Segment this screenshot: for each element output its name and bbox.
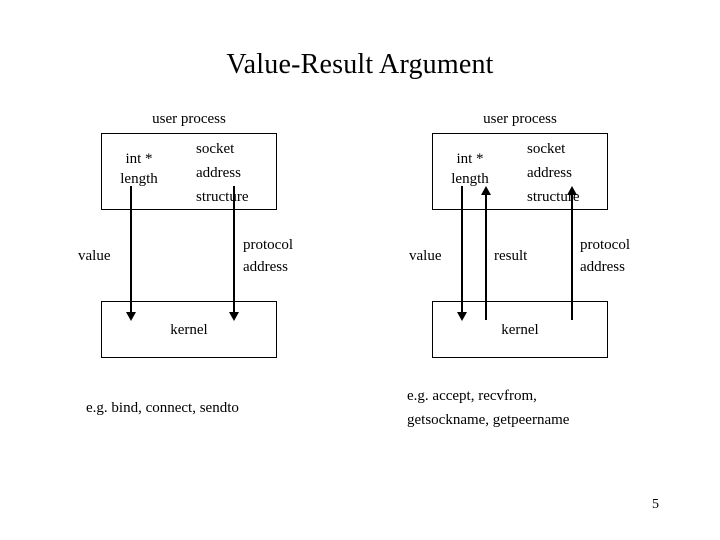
left-sockaddr-line1: socket <box>196 141 235 157</box>
right-protocol-address-label-line2: address <box>580 259 625 275</box>
right-result-label: result <box>494 248 528 264</box>
right-kernel-label: kernel <box>501 322 539 338</box>
left-int-length-line2: length <box>120 171 158 187</box>
right-result-arrow-head <box>481 186 491 195</box>
right-user-process-box <box>432 133 608 210</box>
page-number: 5 <box>652 497 659 512</box>
left-value-arrow-head <box>126 312 136 321</box>
right-protocol-address-arrow-head <box>567 186 577 195</box>
left-kernel-box <box>101 301 277 358</box>
right-int-length-line1: int * <box>456 151 484 167</box>
left-protocol-address-label-line1: protocol <box>243 237 293 253</box>
left-sockaddr-line2: address <box>196 165 241 181</box>
right-value-arrow-head <box>457 312 467 321</box>
right-sockaddr-line2: address <box>527 165 572 181</box>
page-title: Value-Result Argument <box>226 49 494 80</box>
right-value-arrow-line <box>461 186 463 315</box>
left-protocol-address-arrow-line <box>233 186 235 315</box>
right-protocol-address-label-line1: protocol <box>580 237 630 253</box>
right-sockaddr-line1: socket <box>527 141 566 157</box>
right-int-length-line2: length <box>451 171 489 187</box>
left-protocol-address-label-line2: address <box>243 259 288 275</box>
left-example-calls-caption: e.g. bind, connect, sendto <box>86 400 239 416</box>
left-int-length-line1: int * <box>125 151 153 167</box>
right-example-calls-caption-line2: getsockname, getpeername <box>407 412 570 428</box>
left-value-arrow-line <box>130 186 132 315</box>
left-sockaddr-line3: structure <box>196 189 249 205</box>
left-value-label: value <box>78 248 111 264</box>
left-kernel-label: kernel <box>170 322 208 338</box>
left-protocol-address-arrow-head <box>229 312 239 321</box>
right-value-label: value <box>409 248 442 264</box>
right-kernel-box <box>432 301 608 358</box>
right-protocol-address-arrow-line <box>571 192 573 320</box>
right-sockaddr-line3: structure <box>527 189 580 205</box>
left-user-process-caption: user process <box>152 111 226 127</box>
right-example-calls-caption-line1: e.g. accept, recvfrom, <box>407 388 537 404</box>
right-result-arrow-line <box>485 192 487 320</box>
left-user-process-box <box>101 133 277 210</box>
right-user-process-caption: user process <box>483 111 557 127</box>
